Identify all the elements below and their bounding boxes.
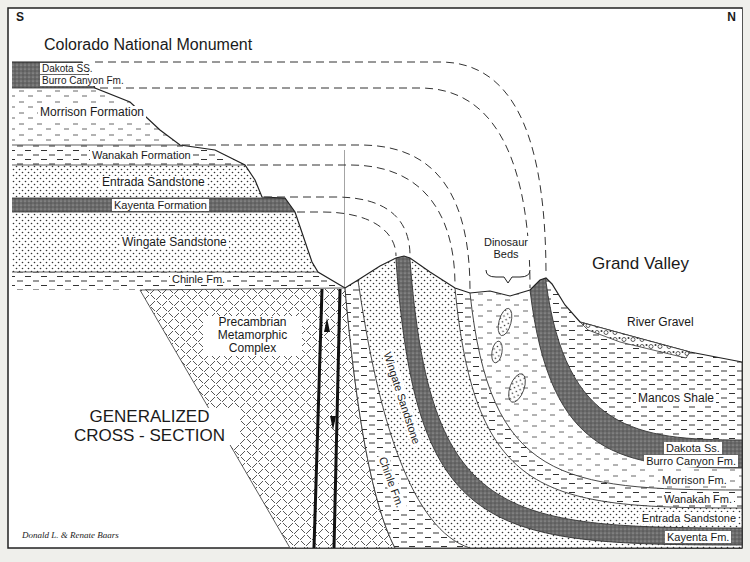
place-title: Colorado National Monument xyxy=(42,36,254,54)
deposit-label: River Gravel xyxy=(625,316,696,329)
layer-label: Dakota Ss. xyxy=(664,442,722,454)
compass-north: N xyxy=(725,11,738,24)
author-credit: Donald L. & Renate Baars xyxy=(20,531,121,541)
section-heading: GENERALIZED CROSS - SECTION xyxy=(60,408,239,445)
layer-label: Morrison Formation xyxy=(38,106,146,119)
place-label: Grand Valley xyxy=(590,255,691,274)
basement-label: Precambrian Metamorphic Complex xyxy=(203,316,302,356)
layer-label: Burro Canyon Fm. xyxy=(644,455,738,467)
layer-label: Burro Canyon Fm. xyxy=(40,75,126,86)
layer-label: Mancos Shale xyxy=(636,392,716,405)
layer-label: Entrada Sandstone xyxy=(100,176,207,189)
layer-label: Wanakah Formation xyxy=(90,149,193,161)
layer-label: Wingate Sandstone xyxy=(120,236,229,249)
layer-label: Morrison Fm. xyxy=(660,474,729,486)
layer-label: Kayenta Fm. xyxy=(665,531,731,543)
layer-label: Entrada Sandstone xyxy=(640,512,738,524)
layer-label: Wanakah Fm. xyxy=(662,493,734,505)
compass-south: S xyxy=(14,11,26,24)
layer-label: Chinle Fm. xyxy=(170,273,227,285)
layer-label: Kayenta Formation xyxy=(112,199,209,211)
layer-label: Dakota SS. xyxy=(40,63,95,74)
fossil-callout: Dinosaur Beds xyxy=(480,236,532,260)
